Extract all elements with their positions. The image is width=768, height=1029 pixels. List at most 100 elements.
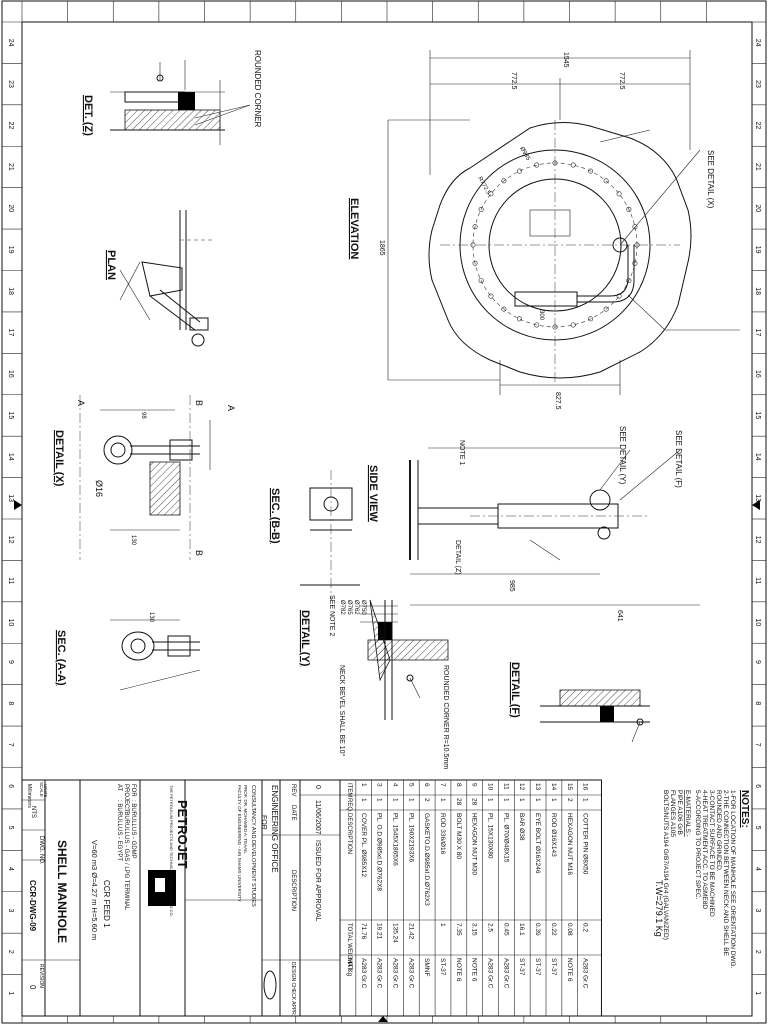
note-line-5: 4-HEAT TREATMENT ACC. TO ASME8D — [701, 790, 708, 909]
bom-cell: 0.08 — [566, 923, 573, 936]
bom-cell: ST-37 — [439, 958, 446, 976]
elevation-view: ROUNDED CORNER R=10.5mm — [387, 50, 740, 769]
side-view — [409, 447, 700, 606]
rev-col-label: REV — [290, 784, 296, 796]
bom-cell: PL. Ø70/Ø48X15 — [502, 813, 509, 863]
bom-cell: 28 — [455, 798, 462, 806]
materials-title: E-MATERIALS:- — [684, 790, 691, 837]
bom-cell: 1 — [439, 798, 446, 802]
svg-text:ROUNDED CORNER R=10.5mm: ROUNDED CORNER R=10.5mm — [442, 665, 449, 769]
border-number-right: 16 — [754, 370, 761, 378]
bom-cell: 1 — [534, 798, 541, 802]
bom-cell: HEXAGON NUT M30 — [471, 813, 478, 875]
phi765-label: Ø765 — [346, 600, 352, 615]
bom-cell: 0.39 — [534, 923, 541, 936]
border-number-left: 4 — [7, 867, 14, 871]
scale-value: NTS — [30, 806, 36, 818]
project-name: : BURULLUS - GAS / LPG TERMINAL — [123, 808, 129, 911]
border-number-left: 24 — [7, 39, 14, 47]
bom-cell: ROD 336/Ø16 — [439, 813, 446, 855]
bom-cell: 10 — [487, 783, 494, 791]
border-number-left: 8 — [7, 701, 14, 705]
bolt-hole — [626, 278, 632, 284]
bom-cell: 14 — [550, 783, 557, 791]
bom-header: ITEM — [346, 783, 352, 797]
bolt-hole — [488, 191, 494, 197]
note-line-3: ROUNDED AND GRINDED. — [715, 790, 722, 872]
border-number-right: 24 — [754, 39, 761, 47]
bom-cell: 0.22 — [550, 923, 557, 936]
dim-985: 985 — [508, 580, 515, 592]
border-number-right: 13 — [754, 494, 761, 502]
bom-cell: 1 — [376, 798, 383, 802]
plan-title: PLAN — [105, 250, 117, 280]
plan-view — [119, 210, 215, 347]
bom-cell: A283 Gr.C — [502, 958, 509, 989]
bom-cell: NOTE 6 — [471, 958, 478, 982]
bom-cell: 1 — [391, 798, 398, 802]
note-line-6: 5-ACCORDING TO PROJECT SPEC. — [694, 790, 701, 900]
border-number-right: 17 — [754, 329, 761, 337]
note-line-1: 1-FOR LOCATION OF MANHOLE SEE ORIENTATIO… — [729, 790, 736, 969]
sec-bb-title: SEC. (B-B) — [269, 488, 281, 544]
dwg-no-value: CCR-DWG-09 — [28, 880, 37, 932]
border-number-left: 2 — [7, 950, 14, 954]
see-detail-y-label: SEE DETAIL (Y) — [618, 426, 627, 485]
bom-cell: 16.1 — [518, 923, 525, 936]
svg-text:A: A — [226, 405, 236, 411]
bolt-hole — [570, 322, 576, 328]
bom-cell: 3.15 — [471, 923, 478, 936]
bom-cell: 11 — [502, 783, 509, 790]
neck-bevel-label: NECK BEVEL SHALL BE 10° — [338, 665, 346, 757]
bom-cell: 21.42 — [407, 923, 414, 940]
border-number-right: 22 — [754, 122, 761, 130]
phi782-label: Ø782 — [339, 600, 345, 615]
at-label: AT — [116, 784, 122, 792]
bom-cell: ST-37 — [534, 958, 541, 976]
bom-cell: HEXAGON NUT M16 — [566, 813, 573, 875]
units-label: UNITS — [43, 784, 48, 798]
border-number-right: 11 — [754, 577, 761, 584]
border-number-left: 18 — [7, 287, 14, 295]
bom-cell: 0.45 — [502, 923, 509, 936]
company-name: PETROJET — [175, 800, 190, 869]
bom-cell: 1 — [439, 923, 446, 927]
title-block — [21, 779, 341, 1017]
bolt-hole — [516, 316, 522, 322]
border-number-left: 3 — [7, 908, 14, 912]
dim-772-5-a: 772.5 — [510, 72, 517, 90]
bolt-hole — [632, 260, 638, 266]
border-number-right: 10 — [754, 619, 761, 627]
see-note2-label: SEE NOTE 2 — [328, 595, 335, 636]
for-client-label: FOR — [130, 784, 136, 797]
border-number-right: 18 — [754, 287, 761, 295]
bom-header: REQ. — [346, 798, 352, 813]
border-number-left: 13 — [7, 494, 14, 502]
border-number-left: 6 — [7, 784, 14, 788]
bom-cell: PL. 1545X1865X6 — [391, 813, 398, 866]
detail-z-title: DET. (Z) — [82, 95, 94, 136]
border-number-right: 4 — [754, 867, 761, 871]
revision-label: REVISION — [38, 964, 44, 988]
border-number-left: 11 — [7, 577, 14, 584]
note-line-4: 3-CONTACT SURFACE TO BE MACHINED — [708, 790, 715, 917]
border-number-right: 20 — [754, 204, 761, 212]
border-ruler-bottom — [21, 1016, 707, 1023]
bolt-hole — [626, 206, 632, 212]
border-number-right: 14 — [754, 453, 761, 461]
client-name: : BURULLUS - GDMP — [130, 800, 136, 859]
border-ruler-top — [21, 1, 707, 22]
dim-r772-5: R772.5 — [476, 176, 491, 196]
border-number-left: 21 — [7, 163, 14, 171]
consultancy-text: CONSULTANCY AND DEVELOPMENT STUDIES — [250, 785, 256, 907]
detail-f-view — [540, 689, 650, 743]
bolt-hole — [534, 322, 540, 328]
bom-cell: 12 — [518, 783, 525, 791]
border-number-right: 7 — [754, 743, 761, 747]
dim-1865: 1865 — [378, 240, 385, 256]
dim-130-a: 130 — [130, 535, 136, 546]
border-number-left: 10 — [7, 619, 14, 627]
dim-1545: 1545 — [562, 52, 569, 68]
